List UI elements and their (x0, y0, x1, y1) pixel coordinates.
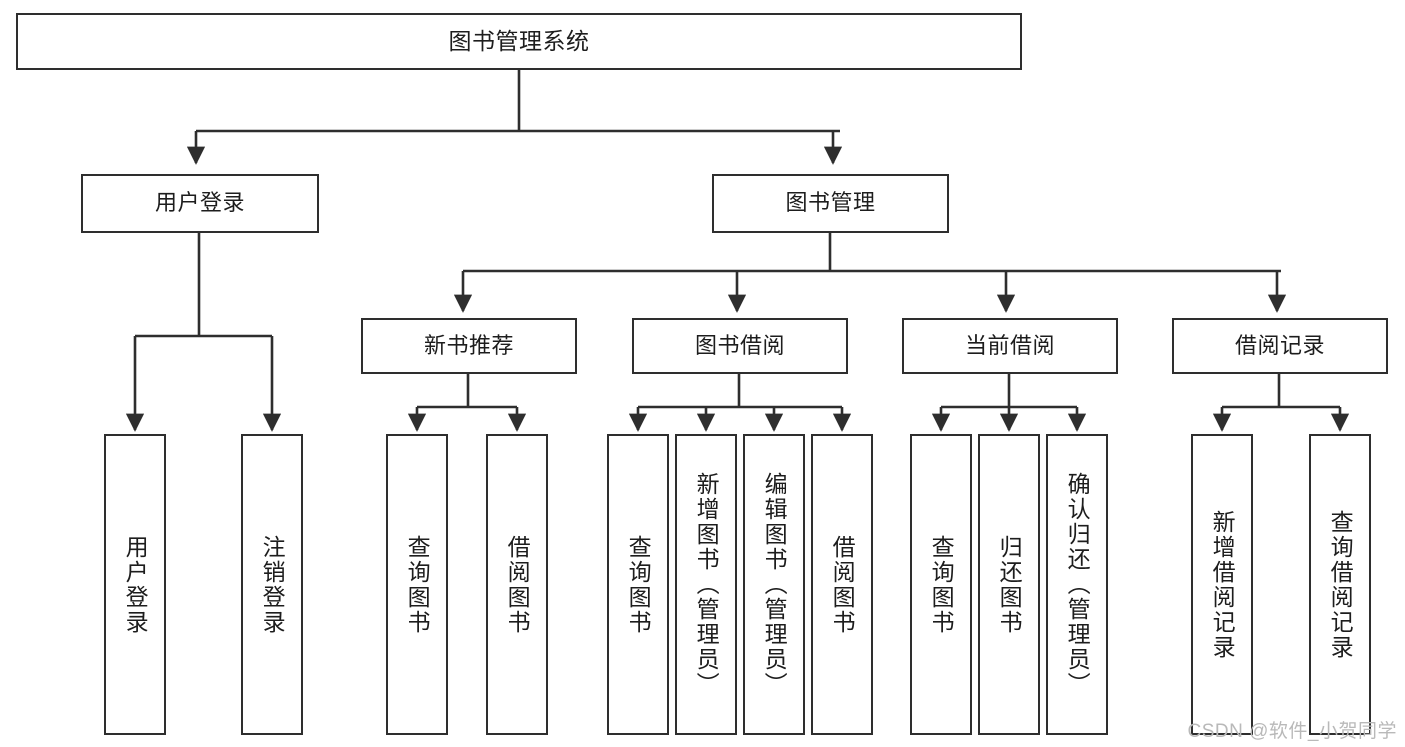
leaf-borrow-edit-book-label: 编辑图书（管理员） (761, 472, 788, 697)
leaf-current-return-book-label: 归还图书 (996, 534, 1023, 635)
leaf-user-login-label: 用户登录 (122, 534, 149, 635)
leaf-borrow-query-book[interactable]: 查询图书 (607, 434, 669, 735)
leaf-logout-label: 注销登录 (259, 534, 286, 635)
leaf-newbook-borrow-book-label: 借阅图书 (504, 534, 531, 635)
leaf-borrow-edit-book[interactable]: 编辑图书（管理员） (743, 434, 805, 735)
leaf-borrow-borrow-book-label: 借阅图书 (829, 534, 856, 635)
node-user-login[interactable]: 用户登录 (81, 174, 319, 233)
leaf-borrow-add-book[interactable]: 新增图书（管理员） (675, 434, 737, 735)
node-root-label: 图书管理系统 (448, 27, 590, 54)
node-current-borrow-label: 当前借阅 (964, 332, 1055, 358)
leaf-record-add[interactable]: 新增借阅记录 (1191, 434, 1253, 735)
leaf-borrow-add-book-label: 新增图书（管理员） (693, 472, 720, 697)
node-user-login-label: 用户登录 (154, 190, 245, 216)
node-book-management-label: 图书管理 (785, 190, 876, 216)
node-book-borrow-label: 图书借阅 (694, 332, 785, 358)
leaf-record-query-label: 查询借阅记录 (1327, 509, 1354, 660)
leaf-newbook-query-book-label: 查询图书 (404, 534, 431, 635)
node-book-borrow[interactable]: 图书借阅 (632, 318, 848, 374)
node-current-borrow[interactable]: 当前借阅 (902, 318, 1118, 374)
node-root-system[interactable]: 图书管理系统 (16, 13, 1022, 70)
leaf-current-query-book-label: 查询图书 (928, 534, 955, 635)
watermark-text: CSDN @软件_小贺同学 (1187, 721, 1397, 742)
leaf-record-add-label: 新增借阅记录 (1209, 509, 1236, 660)
node-new-book-recommend[interactable]: 新书推荐 (361, 318, 577, 374)
node-borrow-record-label: 借阅记录 (1234, 332, 1325, 358)
leaf-current-return-book[interactable]: 归还图书 (978, 434, 1040, 735)
node-book-management[interactable]: 图书管理 (712, 174, 949, 233)
leaf-logout[interactable]: 注销登录 (241, 434, 303, 735)
leaf-current-confirm-return[interactable]: 确认归还（管理员） (1046, 434, 1108, 735)
leaf-newbook-borrow-book[interactable]: 借阅图书 (486, 434, 548, 735)
leaf-current-confirm-return-label: 确认归还（管理员） (1064, 472, 1091, 697)
leaf-record-query[interactable]: 查询借阅记录 (1309, 434, 1371, 735)
leaf-user-login[interactable]: 用户登录 (104, 434, 166, 735)
leaf-current-query-book[interactable]: 查询图书 (910, 434, 972, 735)
node-new-book-recommend-label: 新书推荐 (423, 332, 514, 358)
leaf-borrow-borrow-book[interactable]: 借阅图书 (811, 434, 873, 735)
node-borrow-record[interactable]: 借阅记录 (1172, 318, 1388, 374)
leaf-newbook-query-book[interactable]: 查询图书 (386, 434, 448, 735)
leaf-borrow-query-book-label: 查询图书 (625, 534, 652, 635)
